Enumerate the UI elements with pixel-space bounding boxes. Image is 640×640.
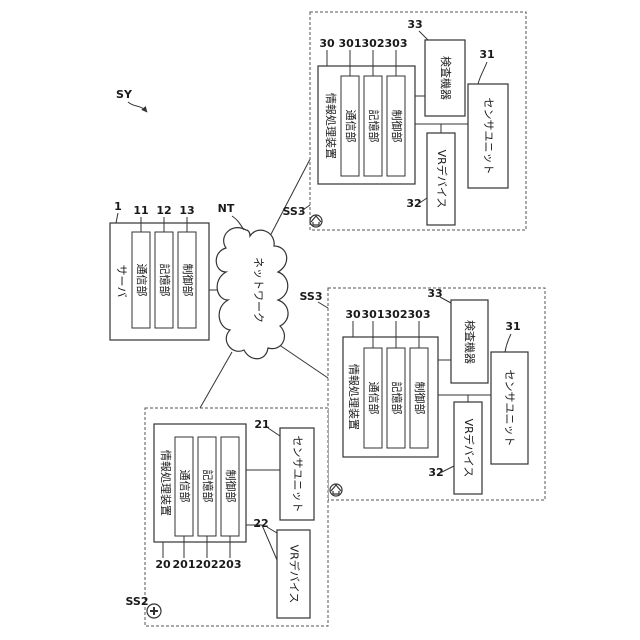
- site-home-upper-unit-control-label: 制御部: [390, 110, 404, 143]
- server-title: サーバ: [115, 265, 128, 298]
- server-unit-storage-ref: 12: [156, 204, 171, 217]
- server-unit-control-label: 制御部: [181, 264, 195, 297]
- site-hospital-unit-comm-ref: 201: [173, 558, 196, 571]
- network-ref-label: NT: [218, 202, 235, 215]
- site-home-upper-vr-label: VRデバイス: [435, 150, 449, 209]
- site-hospital-unit-control-label: 制御部: [224, 470, 238, 503]
- site-hospital-vr-label: VRデバイス: [288, 545, 302, 604]
- site-home-lower-vr-label: VRデバイス: [462, 419, 476, 478]
- site-home-lower-sensor-label: センサユニット: [503, 370, 516, 447]
- site-hospital-processor-title: 情報処理装置: [159, 450, 172, 516]
- site-home-lower-inspection-ref: 33: [427, 287, 442, 300]
- server-unit-storage-label: 記憶部: [158, 264, 172, 297]
- site-home-lower-unit-comm-label: 通信部: [367, 382, 381, 415]
- site-hospital-ref: SS2: [125, 595, 148, 608]
- site-home-upper-unit-storage-label: 記憶部: [367, 110, 381, 143]
- server-ref-leader: [116, 213, 118, 223]
- server-box: サーバ 通信部 記憶部 制御部 1 11 12 13: [110, 200, 209, 340]
- site-home-upper-inspection-label: 検査機器: [439, 56, 453, 100]
- site-hospital-processor-ref: 20: [155, 558, 171, 571]
- site-home-upper: SS3 情報処理装置 通信部 記憶部 制御部 30 301 302 303 検査…: [282, 12, 526, 230]
- home-icon: [330, 484, 342, 496]
- site-home-lower-ref: SS3: [299, 290, 322, 303]
- site-home-upper-processor-title: 情報処理装置: [324, 93, 337, 159]
- hospital-site-network-line: [200, 352, 232, 408]
- site-home-lower-inspection-label: 検査機器: [463, 320, 477, 364]
- site-hospital-sensor-label: センサユニット: [291, 436, 304, 513]
- site-home-lower-processor-title: 情報処理装置: [347, 364, 360, 430]
- system-ref-label: SY: [116, 88, 133, 101]
- hospital-cross-icon: [147, 604, 161, 618]
- site-home-upper-unit-comm-label: 通信部: [344, 110, 358, 143]
- system-ref-leader: [128, 102, 147, 112]
- site-hospital-unit-control-ref: 203: [219, 558, 242, 571]
- server-unit-control-ref: 13: [179, 204, 194, 217]
- site-hospital-vr-ref: 22: [253, 517, 268, 530]
- site-home-lower-processor-ref: 30: [345, 308, 361, 321]
- site-home-lower-unit-control-ref: 303: [408, 308, 431, 321]
- site-hospital-unit-comm-label: 通信部: [178, 470, 192, 503]
- site-home-lower-sensor-ref: 31: [505, 320, 520, 333]
- site-home-upper-processor-ref: 30: [319, 37, 335, 50]
- site-home-upper-unit-storage-ref: 302: [362, 37, 385, 50]
- site-hospital-unit-storage-ref: 202: [196, 558, 219, 571]
- site-home-upper-inspection-ref: 33: [407, 18, 422, 31]
- network-label: ネットワーク: [252, 257, 265, 323]
- server-unit-comm-label: 通信部: [135, 264, 149, 297]
- server-unit-comm-ref: 11: [133, 204, 148, 217]
- home-icon: [310, 215, 322, 227]
- site-home-upper-sensor-label: センサユニット: [482, 98, 495, 175]
- site-home-lower-unit-control-label: 制御部: [413, 382, 427, 415]
- network-cloud: ネットワーク NT: [216, 202, 288, 359]
- site-home-upper-sensor-ref: 31: [479, 48, 494, 61]
- site-hospital-sensor-ref: 21: [254, 418, 269, 431]
- site-hospital-unit-storage-label: 記憶部: [201, 470, 215, 503]
- site-home-upper-unit-comm-ref: 301: [339, 37, 362, 50]
- site-home-lower-ref-leader: [318, 302, 328, 308]
- site-home-lower: SS3 情報処理装置 通信部 記憶部 制御部 30 301 302 303 検査…: [299, 287, 545, 500]
- site-home-lower-unit-comm-ref: 301: [362, 308, 385, 321]
- site-home-lower-unit-storage-ref: 302: [385, 308, 408, 321]
- site-home-upper-ref: SS3: [282, 205, 305, 218]
- server-ref: 1: [114, 200, 122, 213]
- site-home-upper-unit-control-ref: 303: [385, 37, 408, 50]
- site-hospital: SS2 情報処理装置 通信部 記憶部 制御部 20 201 202 203 セン…: [125, 408, 328, 626]
- site-home-lower-unit-storage-label: 記憶部: [390, 382, 404, 415]
